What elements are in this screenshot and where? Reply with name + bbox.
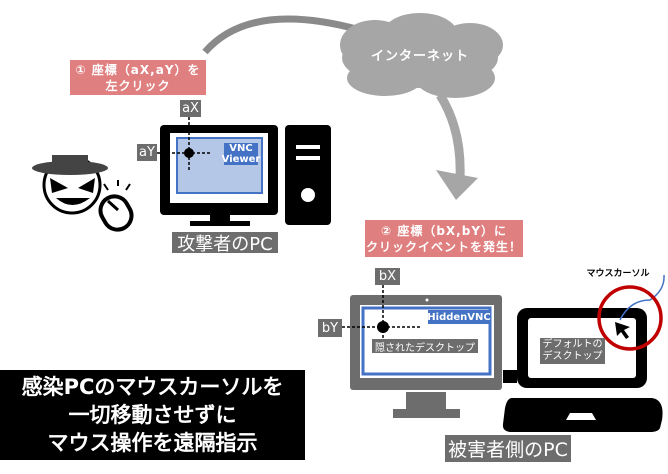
arrow-to-victim [436, 92, 465, 179]
attacker-monitor [160, 125, 278, 226]
arc-to-cloud [202, 15, 361, 55]
summary-line3: マウス操作を遠隔指示 [47, 431, 258, 455]
cloud-icon [340, 13, 503, 98]
step1-label: ① 座標（aX,aY）を 左クリック [70, 60, 206, 95]
vnc-viewer-line2: Viewer [221, 154, 261, 165]
bx-label: bX [375, 268, 400, 285]
cursor-highlight-circle [597, 285, 663, 351]
summary-line1: 感染PCのマウスカーソルを [21, 375, 284, 399]
cloud-label: インターネット [371, 48, 470, 64]
step1-line2: 左クリック [105, 78, 171, 93]
hidden-vnc-label: HiddenVNC [427, 310, 491, 324]
attacker-icon [32, 155, 108, 215]
ax-label: aX [180, 100, 201, 117]
default-desktop-label: デフォルトの デスクトップ [540, 338, 605, 364]
step2-label: ② 座標（bX,bY）に クリックイベントを発生！ [365, 220, 523, 257]
ay-label: aY [137, 144, 157, 161]
summary-box: 感染PCのマウスカーソルを 一切移動させずに マウス操作を遠隔指示 [0, 370, 305, 460]
hidden-desktop-label: 隠されたデスクトップ [372, 339, 478, 354]
victim-laptop [502, 308, 663, 432]
summary-line2: 一切移動させずに [68, 403, 237, 427]
attacker-tower [285, 125, 331, 225]
mouse-cursor-icon [615, 322, 630, 339]
by-label: bY [318, 319, 342, 337]
attacker-pc-title: 攻撃者のPC [172, 232, 278, 255]
victim-pc-title: 被害者側のPC [445, 435, 571, 462]
cursor-pointer-line [619, 274, 665, 321]
mouse-cursor-label: マウスカーソル [586, 268, 650, 279]
default-desktop-line1: デフォルトの [542, 339, 603, 350]
mouse-icon [98, 180, 134, 232]
step1-line1: ① 座標（aX,aY）を [75, 62, 201, 77]
vnc-viewer-label: VNC Viewer [221, 143, 261, 165]
step2-line2: クリックイベントを発生！ [365, 239, 522, 254]
default-desktop-line2: デスクトップ [542, 351, 603, 362]
arrow-head [436, 170, 478, 200]
vnc-viewer-line1: VNC [229, 143, 253, 154]
step2-line1: ② 座標（bX,bY）に [380, 223, 508, 238]
